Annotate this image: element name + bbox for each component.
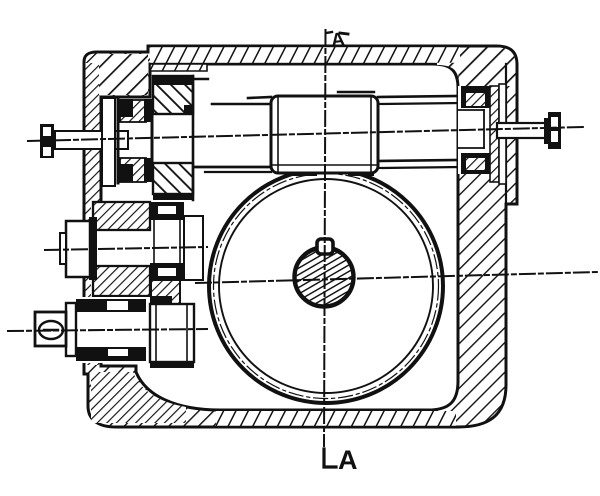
svg-text:A: A [338,445,358,475]
svg-text:A: A [330,29,346,51]
